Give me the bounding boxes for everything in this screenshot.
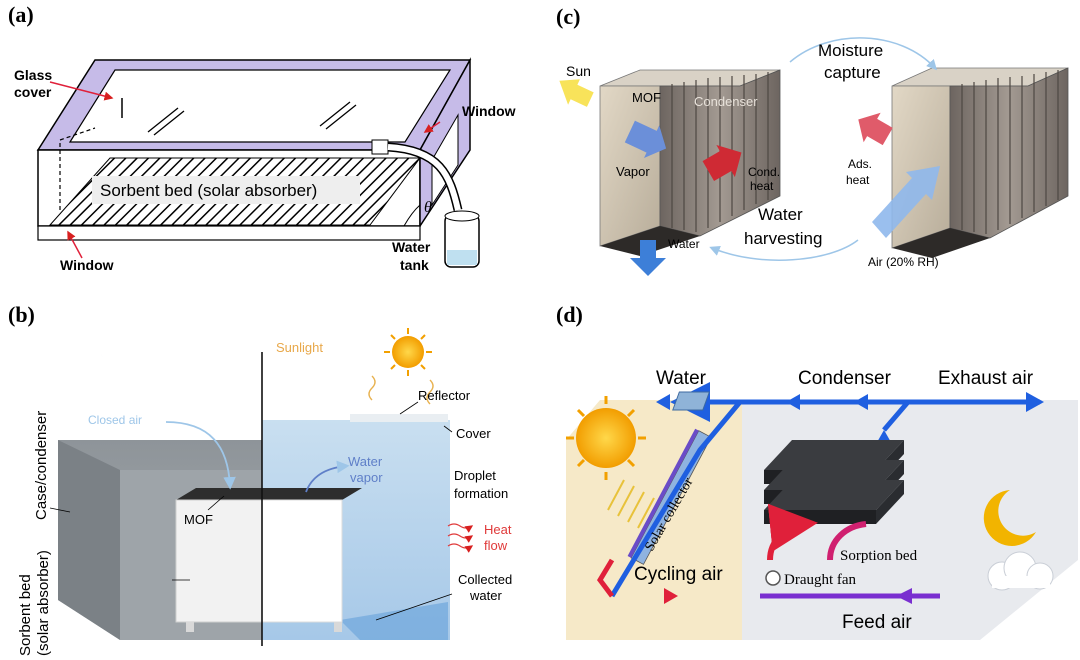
- cond-heat-arrow-icon: [702, 145, 742, 182]
- sorbent-bed-label-1: Sorbent bed: [17, 574, 34, 656]
- window-right-label: Window: [462, 103, 516, 119]
- panel-c-letter: (c): [556, 4, 580, 29]
- water-arrow-icon: [630, 240, 666, 276]
- sorption-bed: [764, 440, 904, 524]
- window-left-label: Window: [60, 257, 114, 273]
- cover-label: Cover: [456, 426, 491, 441]
- sun-arrow-icon: [559, 79, 594, 107]
- water-label-c: Water: [668, 237, 700, 251]
- panel-c: (c): [556, 4, 1069, 276]
- ads-heat-label-1: Ads.: [848, 157, 872, 171]
- feed-air-label: Feed air: [842, 612, 912, 633]
- sorbent-bed-label-2: (solar absorber): [35, 550, 52, 656]
- cycling-air-label: Cycling air: [634, 564, 723, 585]
- condenser-label-c: Condenser: [694, 94, 758, 109]
- moisture-capture-label-1: Moisture: [818, 41, 883, 60]
- panel-a-letter: (a): [8, 2, 34, 27]
- ads-heat-arrow-icon: [858, 112, 893, 146]
- collected-water-label-1: Collected: [458, 572, 512, 587]
- panel-d-letter: (d): [556, 302, 583, 327]
- glass-cover-label-2: cover: [14, 84, 52, 100]
- solar-box: [36, 57, 480, 268]
- draught-fan-icon: [765, 570, 781, 586]
- cond-heat-label-2: heat: [750, 179, 774, 193]
- case-condenser-label: Case/condenser: [33, 411, 50, 520]
- moon-cloud-icon: [983, 490, 1054, 591]
- right-module: [891, 67, 1069, 258]
- droplet-label-2: formation: [454, 486, 508, 501]
- condenser-icon: [672, 391, 711, 411]
- cond-heat-label-1: Cond.: [748, 165, 780, 179]
- exhaust-air-label: Exhaust air: [938, 368, 1034, 389]
- sun-icon-b: [384, 328, 432, 376]
- air-label: Air (20% RH): [868, 255, 939, 269]
- theta-label: θ: [424, 199, 432, 216]
- panel-b-letter: (b): [8, 302, 35, 327]
- sorbent-bed-label: Sorbent bed (solar absorber): [100, 181, 317, 200]
- closed-air-label: Closed air: [88, 413, 142, 427]
- vapor-arrow-icon: [624, 120, 667, 159]
- water-tank-label-2: tank: [400, 257, 429, 273]
- moon-icon: [100, 336, 122, 364]
- water-label-d: Water: [656, 368, 707, 389]
- draught-fan-label: Draught fan: [784, 572, 857, 588]
- reflector-label: Reflector: [418, 388, 471, 403]
- panel-d: (d): [556, 302, 1078, 640]
- mof-label-b: MOF: [184, 512, 213, 527]
- heat-flow-label-2: flow: [484, 538, 508, 553]
- sun-icon-d: [566, 396, 646, 480]
- heat-flow-label-1: Heat: [484, 522, 512, 537]
- moisture-capture-label-2: capture: [824, 63, 881, 82]
- water-vapor-label-2: vapor: [350, 470, 383, 485]
- sun-label: Sun: [566, 63, 591, 79]
- water-harvesting-label-2: harvesting: [744, 229, 822, 248]
- droplet-label-1: Droplet: [454, 468, 496, 483]
- water-vapor-label-1: Water: [348, 454, 383, 469]
- condenser-label-d: Condenser: [798, 368, 892, 389]
- sunlight-label: Sunlight: [276, 340, 323, 355]
- collected-water-label-2: water: [469, 588, 502, 603]
- water-harvesting-label-1: Water: [758, 205, 803, 224]
- reflector-bar: [350, 414, 448, 422]
- panel-b: (b): [8, 302, 512, 656]
- glass-cover-label-1: Glass: [14, 67, 52, 83]
- ads-heat-label-2: heat: [846, 173, 870, 187]
- air-arrow-icon: [872, 166, 940, 238]
- vapor-label: Vapor: [616, 164, 650, 179]
- sorption-bed-label: Sorption bed: [840, 548, 918, 564]
- water-tank-label-1: Water: [392, 239, 431, 255]
- mof-label-c: MOF: [632, 90, 661, 105]
- panel-a: (a): [8, 2, 516, 273]
